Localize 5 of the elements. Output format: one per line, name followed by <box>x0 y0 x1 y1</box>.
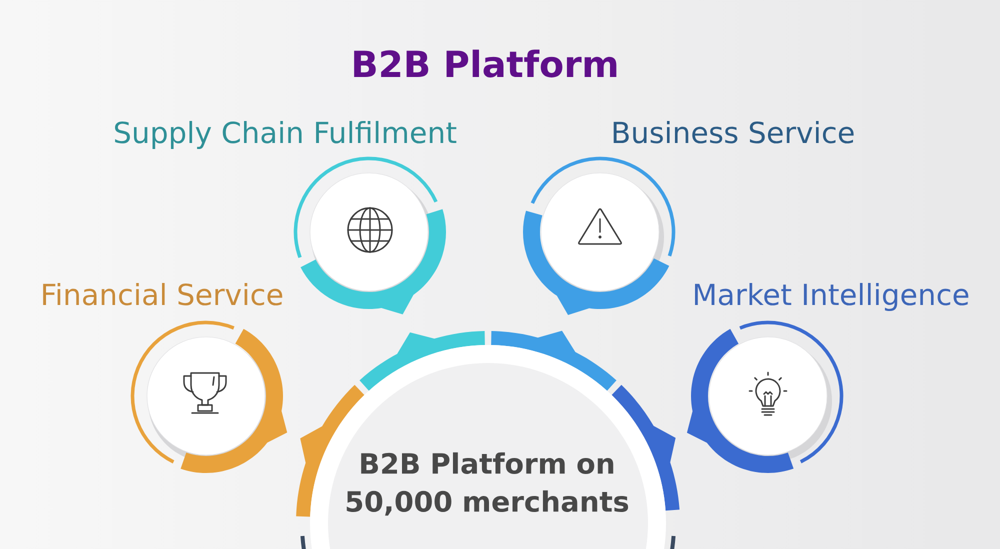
heading: Market Intelligence <box>695 282 968 312</box>
heading: Business Service <box>614 120 854 144</box>
heading: Supply Chain Fulfilment <box>115 120 456 150</box>
heading: Financial Service <box>43 282 282 306</box>
title: B2B Platform <box>354 50 616 78</box>
